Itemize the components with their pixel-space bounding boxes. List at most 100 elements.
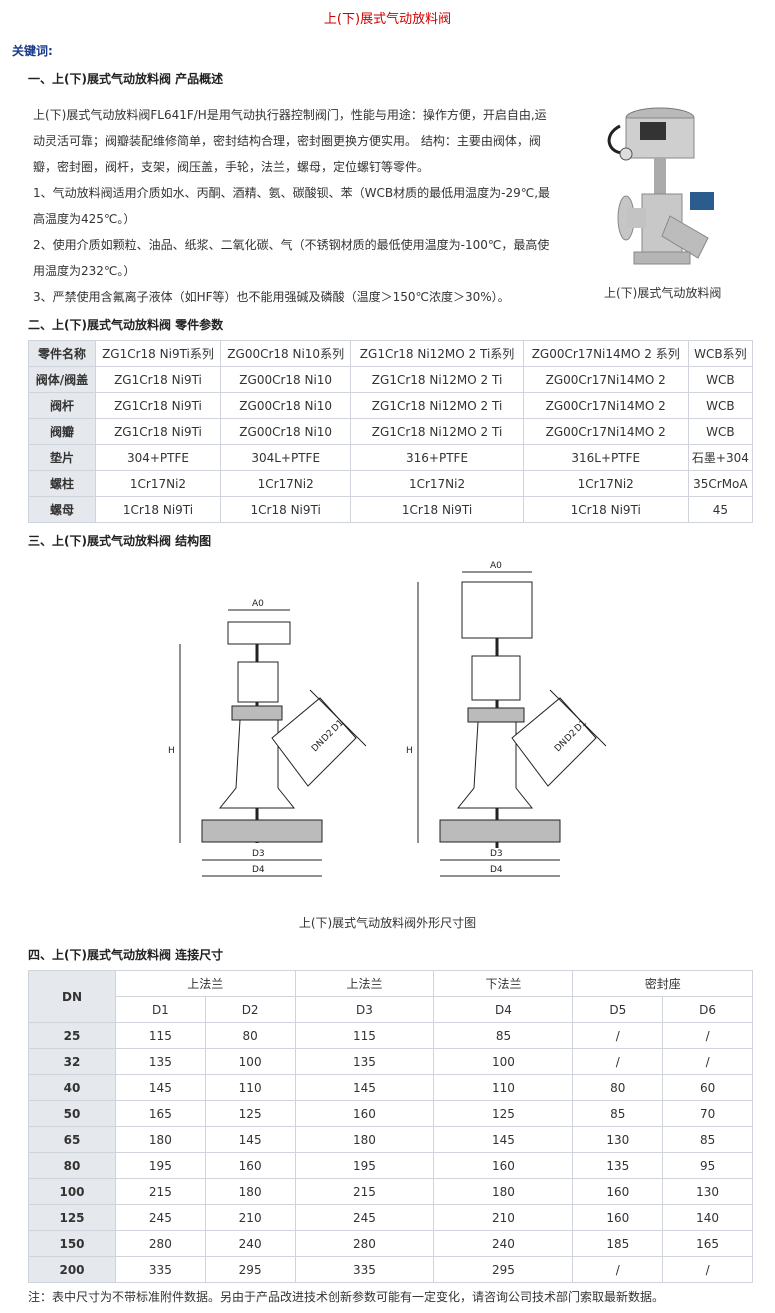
table-cell: 245 [115,1204,206,1231]
table-cell: WCB [687,366,754,393]
table-cell: / [572,1022,664,1049]
table-cell: 185 [572,1230,664,1257]
subheader-cell: D3 [294,996,435,1023]
valve-dimension-diagram: A0 D1 D2 DN H D3 D4 A0 D1 D2 DN H D3 [168,561,607,877]
valve-photo [600,96,735,276]
row-label: 阀体/阀盖 [28,366,96,393]
table-cell: 145 [294,1074,435,1101]
table-cell: 110 [433,1074,574,1101]
manual-valve-drawing: A0 D1 D2 DN H D3 D4 [168,599,367,877]
table-cell: 280 [294,1230,435,1257]
table-row: 螺母 1Cr18 Ni9Ti 1Cr18 Ni9Ti 1Cr18 Ni9Ti 1… [28,496,754,523]
table-cell: 160 [572,1204,664,1231]
table-cell: 180 [204,1178,296,1205]
table-row: 阀杆 ZG1Cr18 Ni9Ti ZG00Cr18 Ni10 ZG1Cr18 N… [28,392,754,419]
table-cell: / [572,1048,664,1075]
table-cell: 180 [294,1126,435,1153]
table-cell: 1Cr17Ni2 [522,470,689,497]
table-cell: 316+PTFE [350,444,524,471]
table-cell: 316L+PTFE [522,444,689,471]
table-cell: 195 [115,1152,206,1179]
header-cell: WCB系列 [687,340,754,367]
table-cell: 135 [572,1152,664,1179]
table-cell: 215 [115,1178,206,1205]
photo-caption: 上(下)展式气动放料阀 [604,286,722,300]
label-a0: A0 [252,599,264,609]
dn-cell: 40 [28,1074,116,1101]
table-cell: 1Cr18 Ni9Ti [350,496,524,523]
table-cell: WCB [687,418,754,445]
table-cell: 1Cr18 Ni9Ti [522,496,689,523]
parts-table: 零件名称 ZG1Cr18 Ni9Ti系列 ZG00Cr18 Ni10系列 ZG1… [28,340,754,523]
header-cell: 上法兰 [294,970,435,997]
header-cell: 下法兰 [433,970,574,997]
section3-heading: 三、上(下)展式气动放料阀 结构图 [28,534,212,548]
intro-paragraph: 3、严禁使用含氟离子液体（如HF等）也不能用强碱及磷酸（温度＞150℃浓度＞30… [33,290,510,304]
table-cell: 145 [115,1074,206,1101]
table-cell: ZG00Cr17Ni14MO 2 [522,392,689,419]
section4-heading: 四、上(下)展式气动放料阀 连接尺寸 [28,948,224,962]
table-cell: 240 [204,1230,296,1257]
table-subheader-row: D1 D2 D3 D4 D5 D6 [29,996,753,1023]
row-label: 螺柱 [28,470,96,497]
label-d3: D3 [252,849,265,859]
table-cell: 80 [204,1022,296,1049]
table-cell: 85 [433,1022,574,1049]
table-cell: 160 [572,1178,664,1205]
table-row: 垫片 304+PTFE 304L+PTFE 316+PTFE 316L+PTFE… [28,444,754,471]
table-cell: ZG1Cr18 Ni9Ti [95,392,221,419]
table-cell: 95 [662,1152,753,1179]
intro-paragraph: 1、气动放料阀适用介质如水、丙酮、酒精、氨、碳酸钡、苯（WCB材质的最低用温度为… [33,186,551,226]
table-cell: 石墨+304 [687,444,754,471]
table-cell: 130 [662,1178,753,1205]
intro-text: 上(下)展式气动放料阀FL641F/H是用气动执行器控制阀门，性能与用途：操作方… [33,102,551,310]
dn-cell: 50 [28,1100,116,1127]
keywords-label: 关键词: [12,44,53,58]
dn-cell: 100 [28,1178,116,1205]
subheader-cell: D4 [433,996,574,1023]
table-header-row: DN 上法兰 上法兰 下法兰 密封座 [28,970,753,1023]
section2-heading: 二、上(下)展式气动放料阀 零件参数 [28,318,224,332]
table-cell: 100 [204,1048,296,1075]
label-a0: A0 [490,561,502,571]
intro-paragraph: 2、使用介质如颗粒、油品、纸浆、二氧化碳、气（不锈钢材质的最低使用温度为-100… [33,238,550,278]
table-cell: 1Cr18 Ni9Ti [95,496,221,523]
table-cell: 180 [115,1126,206,1153]
row-label: 阀瓣 [28,418,96,445]
table-cell: 145 [204,1126,296,1153]
table-cell: 145 [433,1126,574,1153]
table-row: 阀瓣 ZG1Cr18 Ni9Ti ZG00Cr18 Ni10 ZG1Cr18 N… [28,418,754,445]
table-cell: ZG1Cr18 Ni9Ti [95,418,221,445]
dn-cell: 80 [28,1152,116,1179]
table-cell: ZG00Cr18 Ni10 [219,418,352,445]
dn-cell: 150 [28,1230,116,1257]
table-cell: ZG00Cr17Ni14MO 2 [522,418,689,445]
table-cell: 335 [115,1256,206,1283]
header-cell: ZG1Cr18 Ni12MO 2 Ti系列 [350,340,524,367]
table-cell: WCB [687,392,754,419]
header-cell: 零件名称 [28,340,96,367]
table-cell: 60 [662,1074,753,1101]
table-cell: ZG1Cr18 Ni12MO 2 Ti [350,366,524,393]
table-cell: 295 [433,1256,574,1283]
table-cell: 70 [662,1100,753,1127]
table-cell: 125 [204,1100,296,1127]
table-cell: 240 [433,1230,574,1257]
table-cell: ZG00Cr17Ni14MO 2 [522,366,689,393]
table-cell: 280 [115,1230,206,1257]
table-cell: 130 [572,1126,664,1153]
table-cell: 100 [433,1048,574,1075]
dn-cell: 65 [28,1126,116,1153]
table-cell: 1Cr17Ni2 [95,470,221,497]
page-title: 上(下)展式气动放料阀 [323,12,452,27]
table-cell: 110 [204,1074,296,1101]
table-cell: 45 [687,496,754,523]
table-cell: 80 [572,1074,664,1101]
row-label: 阀杆 [28,392,96,419]
label-d4: D4 [490,865,503,875]
